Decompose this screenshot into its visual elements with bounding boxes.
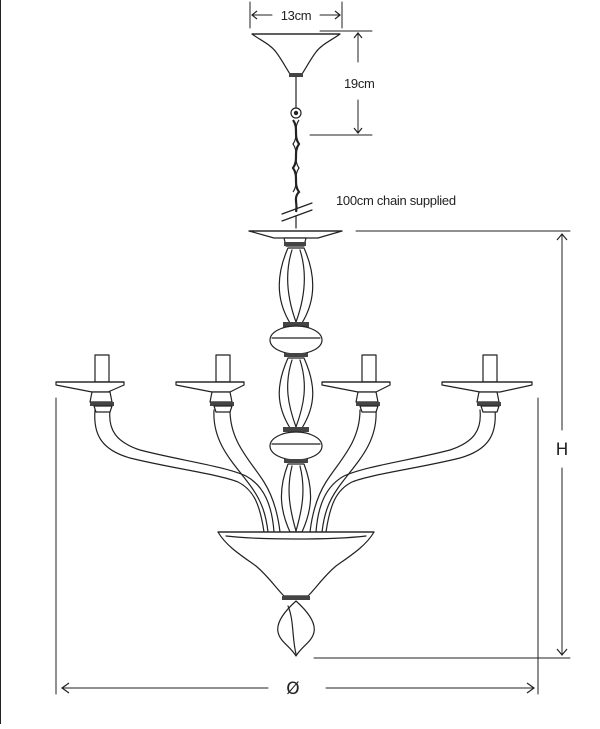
chandelier-arms bbox=[94, 409, 496, 533]
candle-holders bbox=[55, 354, 533, 413]
candle-holder-1 bbox=[55, 354, 125, 413]
canopy-height-dimension: 19cm bbox=[309, 30, 375, 136]
height-label: H bbox=[556, 440, 569, 460]
canopy-height-label: 19cm bbox=[344, 76, 375, 91]
central-stem bbox=[248, 230, 343, 533]
diameter-dimension: Ø bbox=[55, 397, 539, 699]
bottom-bowl bbox=[217, 531, 375, 600]
top-width-label: 13cm bbox=[281, 8, 312, 23]
chain-note-label: 100cm chain supplied bbox=[336, 193, 456, 208]
top-width-dimension: 13cm bbox=[249, 1, 343, 29]
ceiling-canopy bbox=[251, 33, 341, 77]
candle-holder-2 bbox=[175, 354, 245, 413]
finial-drop bbox=[277, 600, 315, 657]
candle-holder-3 bbox=[321, 354, 391, 413]
height-dimension: H bbox=[313, 230, 571, 659]
candle-holder-4 bbox=[441, 354, 533, 413]
chain bbox=[281, 76, 313, 229]
diameter-label: Ø bbox=[286, 679, 299, 699]
